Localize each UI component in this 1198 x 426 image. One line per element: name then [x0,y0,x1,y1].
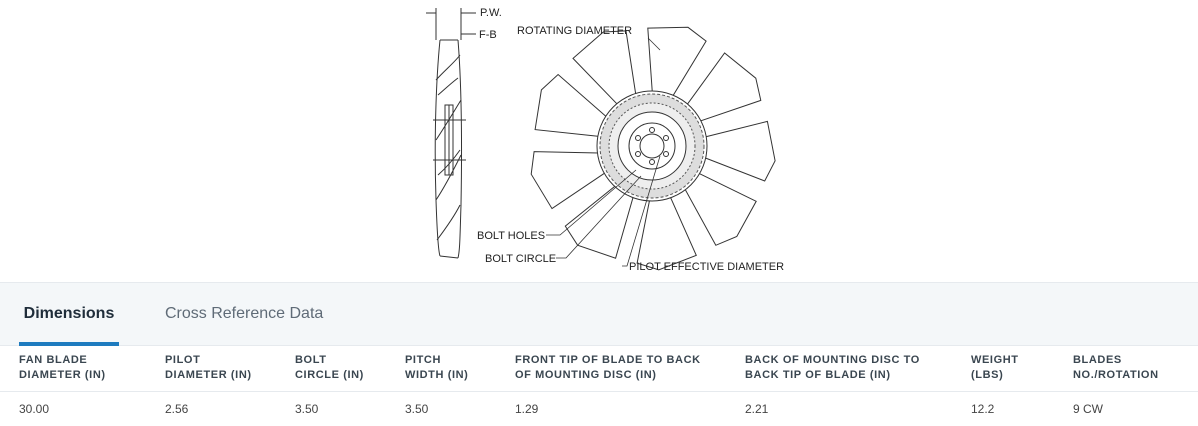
header-line: (LBS) [971,369,1004,381]
header-line: WIDTH (IN) [405,369,469,381]
cell-front-tip-to-back: 1.29 [515,402,539,416]
fan-blade [698,120,776,182]
fan-side-view [426,8,476,259]
header-line: BLADES [1073,354,1122,366]
tab-cross-reference-label: Cross Reference Data [165,305,324,322]
fan-blade-diagram: P.W. F-B ROTATING DIAMETER BOLT HOLES BO… [426,7,784,273]
pw-label: P.W. [480,7,502,19]
col-front-tip-to-back: FRONT TIP OF BLADE TO BACK OF MOUNTING DI… [515,345,745,392]
header-line: NO./ROTATION [1073,369,1159,381]
header-line: PITCH [405,354,441,366]
header-line: DIAMETER (IN) [165,369,252,381]
header-line: OF MOUNTING DISC (IN) [515,369,657,381]
dimensions-table: FAN BLADE DIAMETER (IN) PILOT DIAMETER (IN… [0,345,1198,426]
cell-pilot-diameter: 2.56 [165,402,189,416]
tab-cross-reference-data[interactable]: Cross Reference Data [165,283,323,345]
pilot-effective-diameter-label: PILOT EFFECTIVE DIAMETER [629,261,784,273]
cell-blades-rotation: 9 CW [1073,402,1103,416]
col-blades-rotation: BLADES NO./ROTATION [1073,345,1198,392]
cell-fan-blade-diameter: 30.00 [19,402,50,416]
col-bolt-circle: BOLT CIRCLE (IN) [295,345,405,392]
tab-dimensions-label: Dimensions [23,305,115,322]
cell-pitch-width: 3.50 [405,402,429,416]
table-header-row: FAN BLADE DIAMETER (IN) PILOT DIAMETER (IN… [0,345,1198,392]
header-line: FRONT TIP OF BLADE TO BACK [515,354,701,366]
tab-bar: Dimensions Cross Reference Data [0,282,1198,346]
header-line: WEIGHT [971,354,1019,366]
leader-lines [546,37,661,267]
header-line: CIRCLE (IN) [295,369,364,381]
col-fan-blade-diameter: FAN BLADE DIAMETER (IN) [0,345,165,392]
col-pilot-diameter: PILOT DIAMETER (IN) [165,345,295,392]
header-line: PILOT [165,354,201,366]
tab-dimensions[interactable]: Dimensions [19,283,119,346]
header-line: FAN BLADE [19,354,88,366]
table-row: 30.00 2.56 3.50 3.50 1.29 2.21 12.2 9 CW [0,392,1198,426]
bolt-holes-label: BOLT HOLES [477,230,545,242]
header-line: BOLT [295,354,327,366]
fb-label: F-B [479,29,497,41]
active-tab-indicator [19,342,119,346]
col-weight: WEIGHT (LBS) [971,345,1073,392]
cell-back-disc-to-back-tip: 2.21 [745,402,769,416]
header-line: DIAMETER (IN) [19,369,106,381]
col-back-disc-to-back-tip: BACK OF MOUNTING DISC TO BACK TIP OF BLAD… [745,345,971,392]
cell-weight: 12.2 [971,402,995,416]
header-line: BACK OF MOUNTING DISC TO [745,354,920,366]
col-pitch-width: PITCH WIDTH (IN) [405,345,515,392]
bolt-circle-label: BOLT CIRCLE [485,253,556,265]
rotating-diameter-label: ROTATING DIAMETER [517,25,632,37]
cell-bolt-circle: 3.50 [295,402,319,416]
header-line: BACK TIP OF BLADE (IN) [745,369,891,381]
fan-front-view [530,26,776,271]
